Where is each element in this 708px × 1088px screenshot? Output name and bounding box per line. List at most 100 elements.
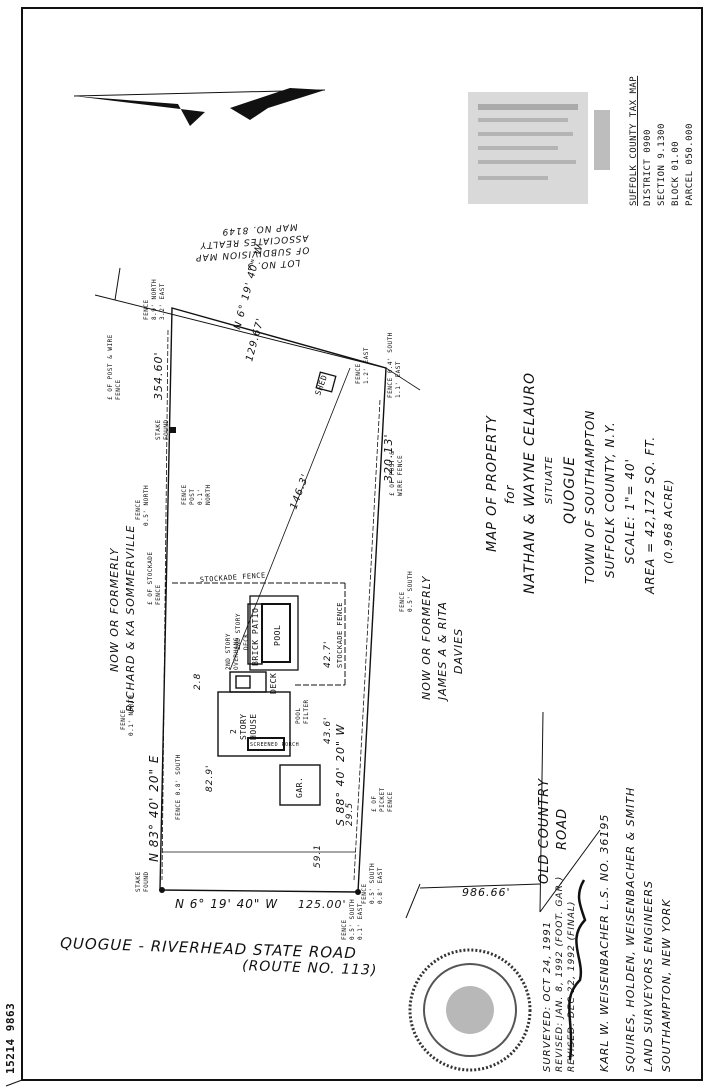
neighbor-south-label: NOW OR FORMERLY	[420, 575, 433, 700]
neighbor-south-label: DAVIES	[452, 628, 465, 674]
fence-note: FENCE	[155, 584, 162, 605]
surveyed-date: SURVEYED: OCT 24, 1991	[542, 921, 553, 1072]
surveyor-signature	[568, 879, 587, 1061]
fence-note: 1.2' EAST	[363, 347, 370, 384]
tax-map-block: SUFFOLK COUNTY TAX MAP DISTRICT 0900 SEC…	[629, 76, 695, 206]
house-label: 2	[229, 729, 238, 734]
tax-map-row: PARCEL 050.000	[685, 123, 695, 206]
fence-note: FENCE	[135, 499, 142, 520]
pool-offset: 42.7'	[323, 640, 333, 668]
title-block: MAP OF PROPERTY for NATHAN & WAYNE CELAU…	[485, 372, 675, 595]
old-country-road-lines	[405, 711, 601, 919]
filter-label: FILTER	[303, 699, 310, 724]
fence-note: FENCE 0.4' SOUTH	[387, 332, 394, 398]
gap-dimension: 2.8	[193, 673, 203, 690]
fence-note: 3.2' EAST	[159, 283, 166, 320]
title-line: QUOGUE	[562, 456, 578, 524]
fence-note: 0.8' EAST	[377, 867, 384, 904]
survey-firm: LAND SURVEYORS ENGINEERS	[642, 880, 655, 1072]
fence-note: 8.9' NORTH	[151, 279, 158, 320]
garage-label: GAR.	[295, 777, 304, 798]
shed-outline	[315, 371, 337, 393]
bearing-south-line: S 88° 40' 20" W	[334, 723, 347, 826]
fence-note: 0.1' EAST	[357, 903, 364, 940]
revised-date-1: REVISED: JAN. 8, 1992 (FOOT. GAR.)	[555, 876, 565, 1072]
fence-note: STAKE	[135, 871, 142, 892]
house-outline	[217, 603, 291, 757]
fence-note: FENCE	[115, 379, 122, 400]
fence-note: £ OF POST &	[389, 451, 396, 496]
property-boundary	[94, 267, 421, 893]
sheet-border	[21, 7, 703, 1081]
old-country-road-label: OLD COUNTRY	[537, 778, 552, 884]
fence-note: POST	[189, 489, 196, 505]
file-number: 15214 9863	[4, 1003, 17, 1074]
distance-road: 986.66'	[462, 886, 511, 899]
distance-south-line: 320.13'	[382, 433, 395, 482]
stockade-fence-label-2: STOCKADE FENCE	[336, 602, 344, 668]
surveyor-name: KARL W. WEISENBACHER L.S. NO. 36195	[598, 814, 611, 1072]
front-setback: 59.1	[313, 844, 323, 868]
title-line: for	[503, 484, 517, 504]
title-line: MAP OF PROPERTY	[485, 415, 500, 552]
fence-note: FENCE	[387, 791, 394, 812]
fence-note: FENCE	[143, 299, 150, 320]
bearing-north-line: N 83° 40' 20" E	[147, 755, 161, 862]
distance-front-line: 125.00'	[298, 898, 347, 911]
fence-note: FENCE	[120, 709, 127, 730]
stake-marker-icon	[159, 887, 165, 893]
fence-note: 0.5' SOUTH	[407, 571, 414, 612]
title-line: SUFFOLK COUNTY, N.Y.	[603, 421, 617, 578]
fence-note: 0.5' SOUTH	[369, 863, 376, 904]
side-south-dimension: 43.6'	[323, 716, 333, 744]
fence-note: PICKET	[379, 787, 386, 812]
fence-note: FENCE 0.8' SOUTH	[175, 754, 182, 820]
fence-note: £ OF POST & WIRE	[107, 334, 114, 400]
fence-note: 0.5' SOUTH	[349, 899, 356, 940]
tax-map-header: SUFFOLK COUNTY TAX MAP	[629, 76, 639, 206]
fence-note: 1.1' EAST	[395, 361, 402, 398]
pool-label: POOL	[273, 625, 282, 646]
porch-label: SCREENED PORCH	[250, 742, 299, 748]
tax-map-row: SECTION 9.1300	[657, 123, 667, 206]
fence-note: FENCE	[181, 484, 188, 505]
garage-offset: 29.5	[345, 802, 355, 826]
fence-note: 0.1'	[197, 489, 204, 505]
fence-note: NORTH	[205, 484, 212, 505]
fence-note: FENCE	[355, 363, 362, 384]
revised-date-2: REVISED: DEC 22, 1992 (FINAL)	[567, 901, 577, 1072]
neighbor-north-label: NOW OR FORMERLY	[108, 547, 121, 672]
route-label: (ROUTE NO. 113)	[242, 958, 378, 979]
fence-note: FENCE	[399, 591, 406, 612]
faded-stamp-block	[468, 92, 610, 204]
overhang-label: 2ND STORY	[225, 633, 232, 670]
second-deck-label: 2ND STORY	[235, 613, 242, 650]
fence-note: 0.1' NORTH	[128, 695, 135, 736]
deck-label: DECK	[269, 673, 278, 694]
filter-label: POOL	[295, 708, 302, 724]
neighbor-north-label: RICHARD & KA SOMMERVILLE	[124, 525, 137, 712]
fence-note: STAKE	[155, 419, 162, 440]
tax-map-row: BLOCK 01.00	[671, 141, 681, 206]
garage-outline	[279, 764, 321, 806]
title-line: TOWN OF SOUTHAMPTON	[583, 410, 597, 584]
distance-north-line: 354.60'	[152, 351, 165, 400]
title-line: AREA = 42,172 SQ. FT.	[643, 436, 657, 595]
survey-firm: SQUIRES, HOLDEN, WEISENBACHER & SMITH	[624, 787, 637, 1072]
fence-note: FOUND	[163, 419, 170, 440]
fence-note: 0.5' NORTH	[143, 485, 150, 526]
title-line: (0.968 ACRE)	[662, 479, 675, 564]
fence-note: FENCE	[361, 883, 368, 904]
fence-note: WIRE FENCE	[397, 455, 404, 496]
title-line: SCALE: 1"= 40'	[623, 458, 637, 564]
survey-firm: SOUTHAMPTON, NEW YORK	[660, 898, 673, 1072]
house-label: HOUSE	[249, 713, 258, 740]
house-label: STORY	[239, 713, 248, 740]
neighbor-south-label: JAMES A & RITA	[436, 601, 449, 702]
fence-note: £ OF	[371, 796, 378, 812]
lot-label: LOT NO. 3	[246, 257, 301, 271]
title-line: NATHAN & WAYNE CELAURO	[522, 372, 538, 594]
surveyor-seal-icon	[408, 948, 532, 1072]
second-deck-label: DECK	[243, 634, 250, 650]
